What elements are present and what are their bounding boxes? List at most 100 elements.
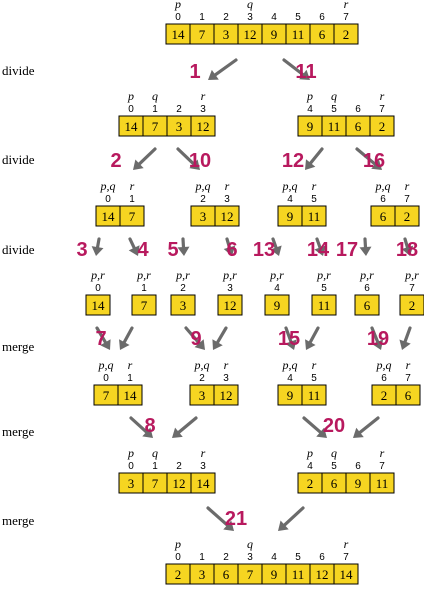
row-label: divide — [2, 152, 35, 167]
pointer-label: p,r — [404, 268, 419, 282]
pointer-label: q — [152, 446, 158, 460]
cell-index: 2 — [176, 461, 182, 472]
array-cell — [311, 294, 337, 316]
array-cell — [117, 384, 143, 406]
arrow — [206, 506, 234, 531]
cell-index: 6 — [319, 12, 325, 23]
cell-index: 0 — [175, 552, 181, 563]
cell-index: 3 — [223, 373, 229, 384]
arrow-head — [299, 69, 310, 80]
cell-value: 11 — [318, 298, 331, 313]
array-cell — [170, 294, 196, 316]
arrow-head — [189, 159, 200, 170]
arrow-head — [285, 339, 297, 350]
pointer-label: p,r — [269, 268, 284, 282]
cell-value: 3 — [223, 27, 230, 42]
arrow — [128, 237, 140, 256]
cell-index: 3 — [200, 461, 206, 472]
cell-value: 12 — [221, 209, 234, 224]
arrow — [177, 237, 190, 256]
cell-value: 14 — [197, 476, 211, 491]
cell-value: 3 — [180, 298, 187, 313]
arrow — [305, 147, 324, 170]
pointer-label: p,q — [376, 358, 392, 372]
cell-index: 4 — [271, 12, 277, 23]
cell-value: 2 — [379, 119, 386, 134]
arrow-shaft — [177, 416, 198, 434]
arrow — [353, 416, 380, 438]
cell-value: 9 — [271, 567, 278, 582]
arrow-shaft — [129, 416, 148, 434]
cell-index: 7 — [379, 461, 385, 472]
pointer-label: r — [406, 358, 411, 372]
cell-value: 9 — [271, 27, 278, 42]
cell-value: 6 — [405, 388, 412, 403]
cell-index: 1 — [199, 552, 205, 563]
arrow — [176, 147, 200, 170]
cell-value: 9 — [307, 119, 314, 134]
cell-value: 9 — [355, 476, 362, 491]
cell-index: 0 — [95, 283, 101, 294]
step-number: 4 — [137, 239, 149, 261]
pointer-label: r — [380, 446, 385, 460]
arrow — [302, 416, 327, 438]
pointer-label: p — [174, 537, 181, 551]
cell-index: 1 — [152, 104, 158, 115]
cell-index: 1 — [129, 194, 135, 205]
pointer-label: q — [331, 89, 337, 103]
arrow-shaft — [308, 326, 320, 344]
row-label: merge — [2, 513, 34, 528]
step-number: 6 — [226, 239, 237, 261]
arrow-shaft — [355, 147, 377, 166]
arrow-head — [314, 245, 326, 256]
arrow-shaft — [206, 506, 229, 527]
arrow-head — [172, 427, 183, 438]
cell-value: 2 — [175, 567, 182, 582]
pointer-label: p — [127, 446, 134, 460]
array-cell — [131, 294, 157, 316]
arrow-head — [371, 159, 382, 170]
pointer-label: p,q — [194, 358, 210, 372]
arrow-head — [278, 520, 289, 531]
arrow-head — [270, 245, 282, 256]
cell-index: 2 — [223, 12, 229, 23]
pointer-label: p — [174, 0, 181, 11]
cell-index: 1 — [199, 12, 205, 23]
arrow-shaft — [302, 416, 322, 434]
step-number: 19 — [367, 328, 389, 350]
cell-value: 7 — [152, 476, 159, 491]
cell-value: 12 — [197, 119, 210, 134]
cell-index: 4 — [307, 104, 313, 115]
arrow — [129, 416, 153, 438]
cell-value: 3 — [128, 476, 135, 491]
pointer-label: p,r — [222, 268, 237, 282]
arrow — [284, 326, 297, 350]
array-cell — [333, 563, 359, 585]
step-number: 1 — [189, 61, 200, 83]
arrow — [282, 58, 310, 80]
pointer-label: r — [344, 537, 349, 551]
cell-index: 7 — [404, 194, 410, 205]
cell-index: 6 — [355, 104, 361, 115]
cell-value: 9 — [274, 298, 281, 313]
step-number: 8 — [144, 415, 155, 437]
array-s7: 27p,r — [399, 268, 424, 316]
cell-index: 6 — [381, 373, 387, 384]
step-number: 2 — [110, 150, 121, 172]
arrow-head — [401, 245, 414, 256]
cell-index: 2 — [176, 104, 182, 115]
arrow-shaft — [95, 326, 108, 344]
step-number: 7 — [95, 328, 106, 350]
arrow-shaft — [184, 326, 201, 345]
pointer-label: p,q — [195, 179, 211, 193]
pointer-label: r — [312, 358, 317, 372]
pointer-label: p,q — [100, 179, 116, 193]
